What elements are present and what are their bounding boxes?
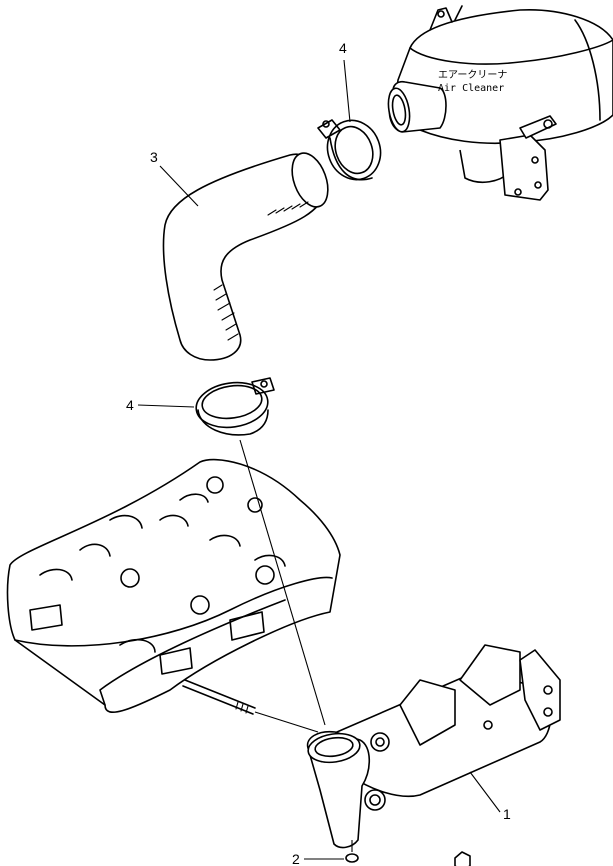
callout-number: 2	[292, 851, 300, 866]
callout-number: 4	[339, 40, 347, 56]
intake-manifold[interactable]	[306, 644, 561, 866]
assembly-lines	[239, 439, 353, 852]
callout-2: 2	[292, 851, 344, 866]
callout-4-lower: 4	[126, 397, 195, 413]
cylinder-head	[6, 458, 341, 713]
plug[interactable]	[345, 853, 359, 863]
air-cleaner[interactable]: エアークリーナ Air Cleaner	[385, 5, 613, 201]
callout-number: 1	[503, 806, 511, 822]
callout-number: 3	[150, 149, 158, 165]
clamp-lower[interactable]	[193, 377, 275, 436]
stud-bolt	[182, 679, 256, 715]
air-cleaner-label-en: Air Cleaner	[438, 83, 504, 94]
hose[interactable]	[162, 148, 334, 361]
callout-number: 4	[126, 397, 134, 413]
callout-3: 3	[150, 149, 199, 207]
callout-4-upper: 4	[339, 40, 351, 123]
callout-1: 1	[469, 771, 511, 822]
clamp-upper[interactable]	[317, 113, 389, 187]
air-cleaner-label-jp: エアークリーナ	[438, 69, 507, 81]
